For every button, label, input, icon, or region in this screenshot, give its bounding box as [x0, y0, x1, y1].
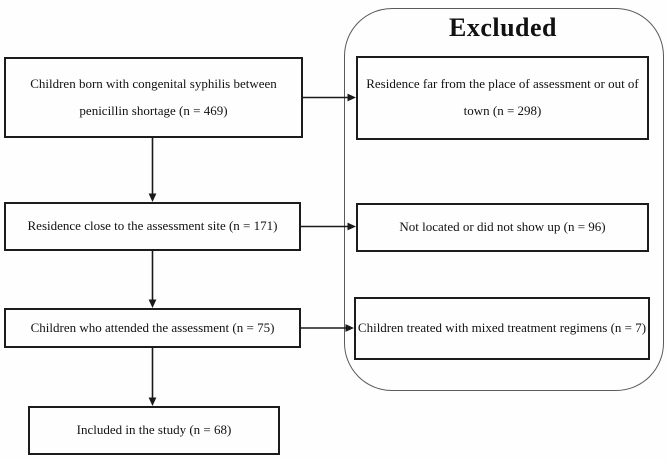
excluded-panel-title: Excluded	[448, 13, 558, 42]
excluded-box-mixed-regimens-label: Children treated with mixed treatment re…	[357, 320, 647, 336]
arrow-population-to-residence-close	[148, 138, 157, 202]
flow-box-included: Included in the study (n = 68)	[28, 406, 280, 455]
excluded-box-mixed-regimens: Children treated with mixed treatment re…	[354, 297, 650, 360]
arrow-residence-close-to-attended	[148, 251, 157, 308]
excluded-box-residence-far-label: Residence far from the place of assessme…	[366, 76, 639, 118]
flow-box-residence-close-label: Residence close to the assessment site (…	[27, 218, 278, 234]
flow-box-population-label: Children born with congenital syphilis b…	[30, 75, 277, 118]
flow-box-attended-label: Children who attended the assessment (n …	[30, 319, 275, 335]
excluded-box-not-located: Not located or did not show up (n = 96)	[356, 203, 649, 252]
excluded-panel	[344, 8, 664, 391]
flow-box-residence-close: Residence close to the assessment site (…	[4, 202, 301, 251]
flow-box-included-label: Included in the study (n = 68)	[76, 422, 232, 438]
excluded-box-residence-far: Residence far from the place of assessme…	[356, 56, 649, 140]
arrow-attended-to-included	[148, 348, 157, 406]
flow-box-population: Children born with congenital syphilis b…	[4, 57, 303, 138]
excluded-box-not-located-label: Not located or did not show up (n = 96)	[399, 219, 606, 235]
flow-box-attended: Children who attended the assessment (n …	[4, 308, 301, 348]
